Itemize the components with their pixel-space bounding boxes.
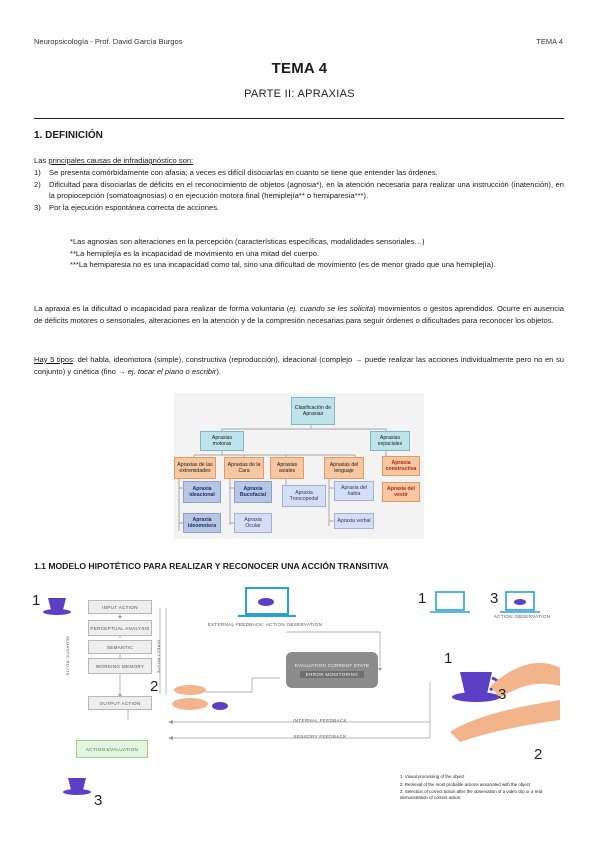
legend-item: 3. Selection of correct action after the… [400,789,543,800]
cup-icon [452,672,500,702]
intro-underlined: principales causas de infradiagnóstico s… [48,156,194,165]
list-text: Por la ejecución espontánea correcta de … [49,202,220,212]
step-number: 1 [32,592,41,609]
internal-feedback-label: INTERNAL FEEDBACK [293,717,347,723]
laptop-icon [238,587,296,617]
semantic-route-label: SEMANTIC ROUTE [65,636,71,676]
evaluation-state-box: EVALUATION CURRENT STATE ERROR MONITORIN… [286,652,378,688]
step-number: 1 [418,590,427,607]
list-item: 2) Dificultad para disociarlas de défici… [34,179,564,202]
laptop-icon [430,591,470,613]
laptop-icon [500,591,540,613]
model-connectors [43,587,560,795]
page-subtitle: PARTE II: APRAXIAS [244,88,355,100]
diagram-espaciales: Apraxias espaciales [370,431,410,451]
types-paragraph: Hay 5 tipos: del habla, ideomotora (simp… [34,354,564,377]
hand-icon [490,662,560,698]
output-action-box: OUTPUT ACTION [88,696,152,710]
perceptual-analysis-box: PERCEPTUAL ANALYSIS [88,620,152,636]
diagram-ideomotora: Apraxia ideomotora [183,513,221,533]
list-item: 1) Se presenta comórbidamente con afasia… [34,167,564,179]
diagram-ideacional: Apraxia ideacional [183,481,221,503]
classification-diagram: Clasificación de Apraxias Apraxias motor… [174,393,424,539]
intro-prefix: Las [34,156,49,165]
diagram-ocular: Apraxia Ocular [234,513,272,533]
sensory-feedback-label: SENSORY FEEDBACK [293,733,347,739]
footnote: ***La hemiparesia no es una incapacidad … [70,260,496,270]
types-text: : del habla, ideomotora (simple), constr… [34,355,564,376]
footnotes: *Las agnosias son alteraciones en la per… [70,236,560,271]
page-title: TEMA 4 [271,60,328,77]
diagram-root: Clasificación de Apraxias [291,397,335,425]
diagram-verbal: Apraxia verbal [334,513,374,529]
step-number: 2 [150,678,159,695]
list-text: Se presenta comórbidamente con afasia; a… [49,168,438,177]
step-number: 2 [534,746,543,763]
evaluation-state-label: EVALUATION CURRENT STATE [294,662,370,668]
legend-item: 1. Visual processing of the object [400,774,465,779]
definition-text: La apraxia es la dificultad o incapacida… [34,304,290,313]
diagram-cara: Apraxias de la Cara [224,457,264,479]
definition-italic: ej. cuando se les solicita [289,304,374,313]
external-feedback-label: EXTERNAL FEEDBACK: ACTION OBSERVATION [207,621,323,627]
footnote: *Las agnosias son alteraciones en la per… [70,237,425,246]
types-underlined: Hay 5 tipos [34,355,73,364]
list-text: Dificultad para disociarlas de déficits … [49,179,564,201]
diagram-motoras: Apraxias motoras [200,431,244,451]
list-item: 3) Por la ejecución espontánea correcta … [34,202,564,214]
error-monitoring-box: ERROR MONITORING [299,670,365,678]
legend-item: 2. Retrieval of the most probable action… [400,781,531,787]
step-number: 3 [94,792,103,809]
cup-icon [63,778,91,795]
hand-icon [450,700,560,742]
divider [34,118,564,119]
diagram-habla: Apraxia del habla [334,481,374,501]
action-observation-label: ACTION OBSERVATION [493,613,551,619]
figure-legend: 1. Visual processing of the object 2. Re… [400,774,570,800]
definition-paragraph: La apraxia es la dificultad o incapacida… [34,303,564,326]
list-number: 2) [34,179,41,189]
section-heading-modelo: 1.1 MODELO HIPOTÉTICO PARA REALIZAR Y RE… [34,561,389,571]
header-left: Neuropsicología - Prof. David García Bur… [34,37,183,46]
action-model-figure: INPUT ACTION SEMANTIC ROUTE PERCEPTUAL A… [30,582,570,822]
step-number: 3 [490,590,499,607]
diagram-bucofacial: Apraxia Bucofacial [234,481,272,503]
direct-route-label: DIRECT ROUTE [156,640,162,674]
definition-text: ) movimientos o gestos aprendidos. Ocurr… [34,304,564,325]
diagram-extremidades: Apraxias de las extremidades [174,457,216,479]
types-italic: ej. tocar el piano o escribir [127,366,217,376]
diagram-constructiva: Apraxia constructiva [382,456,420,476]
footnote: **La hemiplejía es la incapacidad de mov… [70,248,320,258]
diagram-lenguaje: Apraxias del lenguaje [324,457,364,479]
working-memory-box: WORKING MEMORY [88,658,152,674]
semantic-box: SEMANTIC [88,640,152,654]
types-text: ). [216,366,221,376]
diagram-axiales: Apraxias axiales [270,457,304,479]
diagram-vestir: Apraxia del vestir [382,482,420,502]
cup-icon [43,598,71,615]
action-evaluation-box: ACTION EVALUATION [76,740,148,758]
section-heading-definicion: 1. DEFINICIÓN [34,130,103,141]
header-right: TEMA 4 [536,37,563,46]
step-number: 3 [498,686,507,703]
list-number: 1) [34,168,41,177]
intro-line: Las principales causas de infradiagnósti… [34,155,564,167]
causes-list: 1) Se presenta comórbidamente con afasia… [34,167,564,213]
hand-icon [172,685,228,710]
input-action-box: INPUT ACTION [88,600,152,614]
diagram-troncopedal: Apraxia Troncopedal [282,485,326,507]
list-number: 3) [34,202,41,212]
step-number: 1 [444,650,453,667]
